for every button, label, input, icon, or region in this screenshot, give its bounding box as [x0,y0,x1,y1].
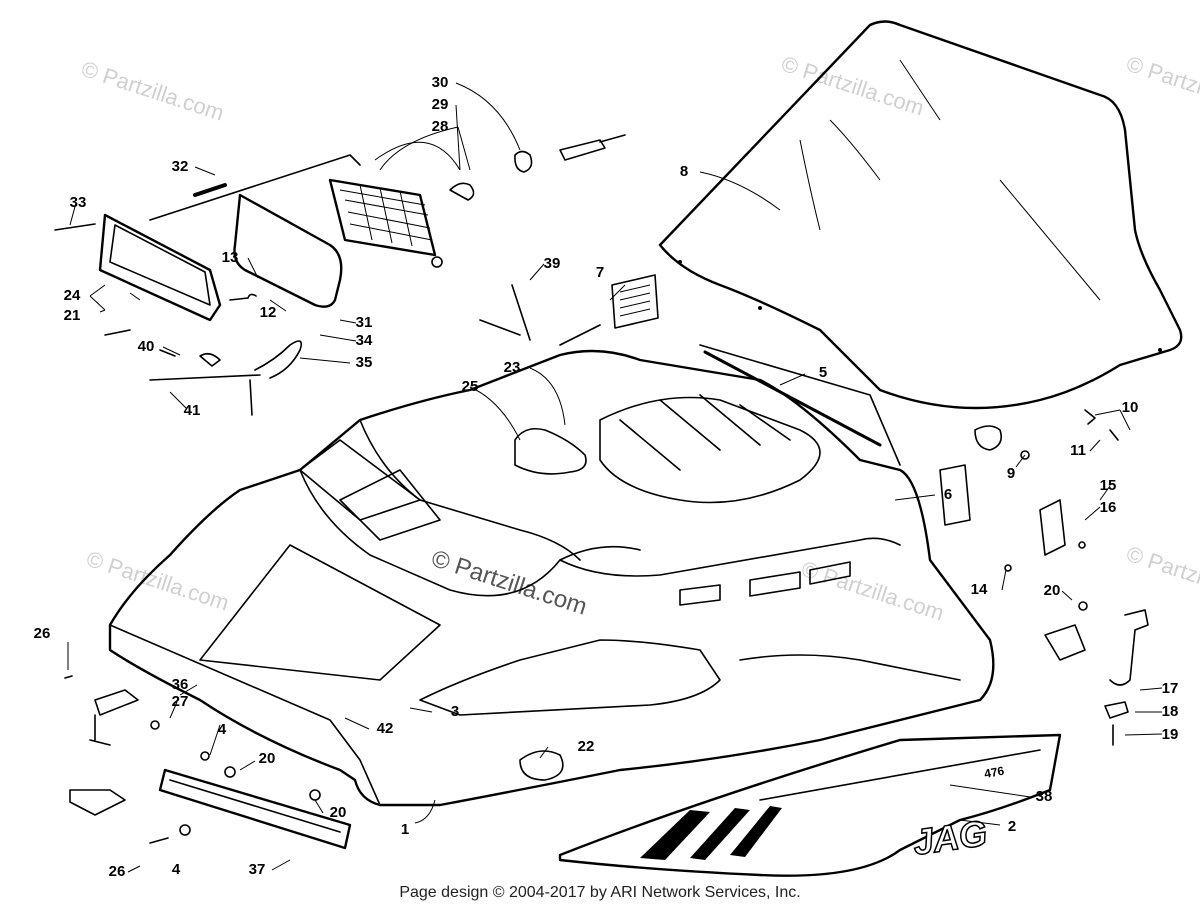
callout-10: 10 [1122,399,1139,416]
callout-30: 30 [432,74,449,91]
callout-20a: 20 [1044,582,1061,599]
latch-17 [1109,609,1149,686]
callout-23: 23 [504,359,521,376]
callout-25: 25 [462,378,479,395]
callout-42: 42 [377,720,394,737]
decal-text: JAG [910,812,989,863]
callout-41: 41 [184,402,201,419]
callout-29: 29 [432,96,449,113]
windshield [658,20,1183,410]
lens-31 [233,193,343,308]
callout-9: 9 [1007,465,1015,482]
callout-14: 14 [971,581,988,598]
callout-19: 19 [1162,726,1179,743]
callout-33: 33 [70,194,87,211]
callout-21: 21 [64,307,81,324]
callout-35: 35 [356,354,373,371]
callout-17: 17 [1162,680,1179,697]
callout-32: 32 [172,158,189,175]
watermark-2: © Partzilla.com [778,51,927,121]
washer-18 [1104,701,1129,719]
bracket-15 [1039,499,1066,556]
adjust-rod [149,154,361,221]
callout-5: 5 [819,364,827,381]
callout-40: 40 [138,338,155,355]
callout-20c: 20 [330,804,347,821]
callout-3: 3 [451,703,459,720]
callout-4b: 4 [172,861,181,878]
callout-22: 22 [578,738,595,755]
bumper-assembly [64,675,352,850]
callout-6: 6 [944,486,952,503]
hood-latch-hardware [939,409,1149,746]
callout-28: 28 [432,118,449,135]
hood-patch [519,750,564,781]
hood [108,349,995,807]
foam-25 [514,427,587,475]
callout-38: 38 [1036,788,1053,805]
leader-lines [67,82,1163,873]
callout-18: 18 [1162,703,1179,720]
bumper-37 [158,768,352,850]
label-7 [611,274,659,329]
callout-20b: 20 [259,750,276,767]
plate-6 [939,464,971,526]
copyright-footer: Page design © 2004-2017 by ARI Network S… [399,884,801,901]
callout-36: 36 [172,676,189,693]
callout-27: 27 [172,693,189,710]
headlight-assembly [54,134,626,416]
callout-31: 31 [356,314,373,331]
callout-8: 8 [680,163,688,180]
side-decal: 476 JAG [558,733,1062,877]
callout-37: 37 [249,861,266,878]
callout-16: 16 [1100,499,1117,516]
callout-39: 39 [544,255,561,272]
watermark-5: © Partzilla.com [798,556,947,626]
callout-34: 34 [356,332,373,349]
watermark-1: © Partzilla.com [78,56,227,126]
bracket-36 [94,689,139,716]
svg-text:476: 476 [983,764,1005,781]
callout-4a: 4 [218,721,227,738]
watermark-3: © Partzilla.com [1123,51,1200,121]
callout-12: 12 [260,304,277,321]
lamp-28 [328,178,437,257]
callouts: 1 2 3 4 4 5 6 7 8 9 10 11 12 13 14 15 16… [34,74,1179,880]
trim-5 [699,344,901,466]
callout-24: 24 [64,287,81,304]
small-parts [514,274,901,475]
callout-11: 11 [1070,442,1086,459]
watermarks: © Partzilla.com © Partzilla.com © Partzi… [78,51,1200,626]
callout-15: 15 [1100,477,1117,494]
callout-26b: 26 [109,863,126,880]
callout-1: 1 [401,821,409,838]
bezel-24 [98,213,222,322]
callout-2: 2 [1008,818,1016,835]
watermark-6: © Partzilla.com [1123,541,1200,611]
callout-26a: 26 [34,625,51,642]
watermark-4: © Partzilla.com [83,546,232,616]
callout-7: 7 [596,264,604,281]
callout-13: 13 [222,249,239,266]
